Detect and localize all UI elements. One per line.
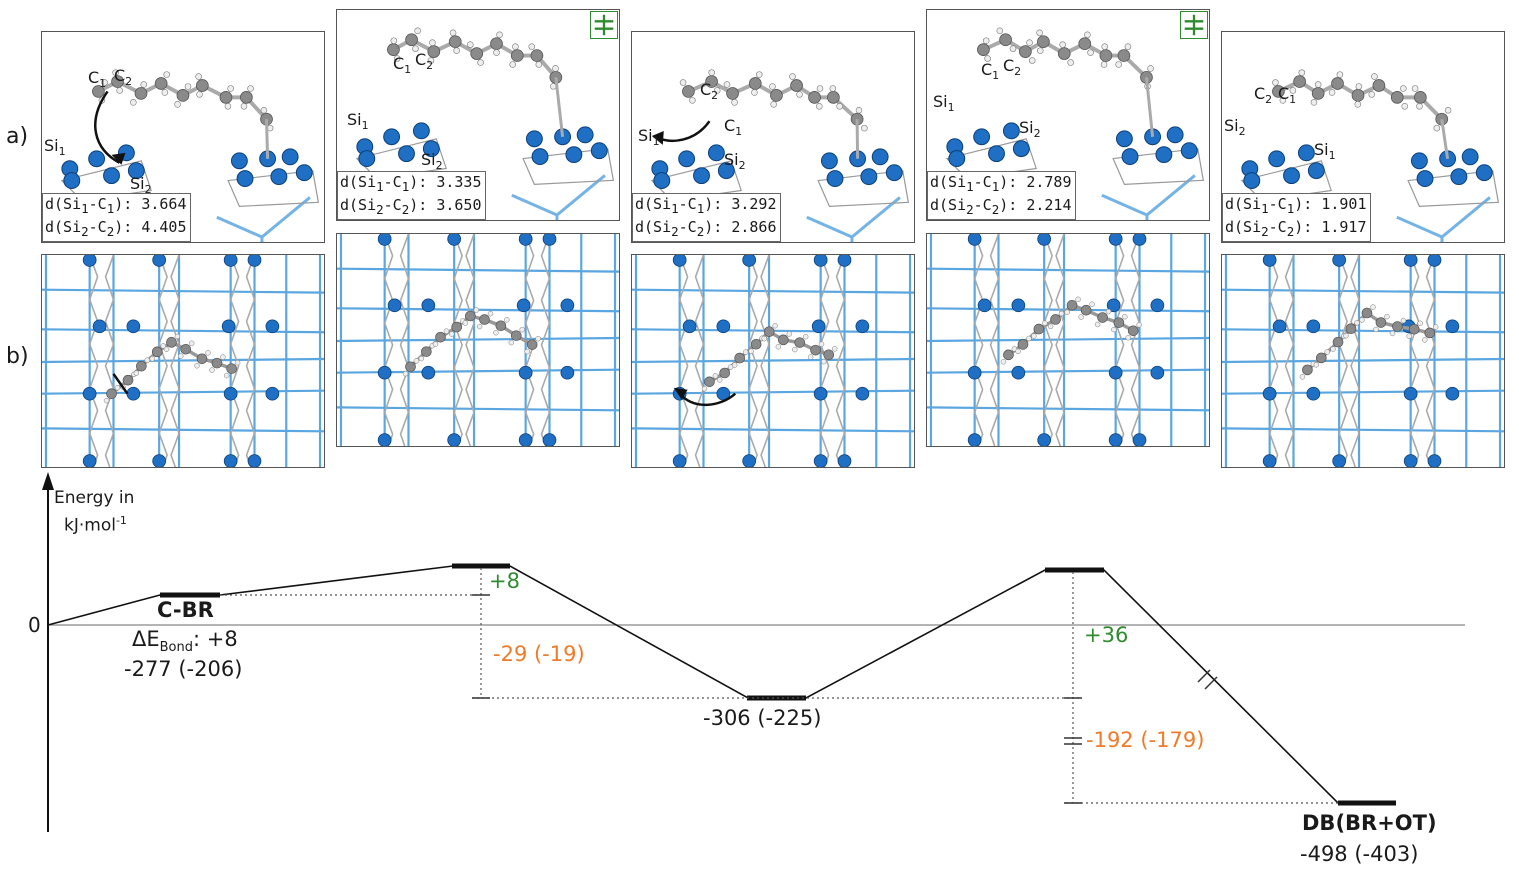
atom-label-si1: Si1 [44, 136, 66, 159]
atom-label-c2: C2 [700, 80, 719, 103]
atom-label-si2: Si2 [724, 150, 746, 173]
atom-label-si2: Si2 [130, 174, 152, 197]
atom-label-si2: Si2 [1224, 116, 1246, 139]
distance-si2-c2: d(Si2-C2): 4.405 [45, 218, 187, 239]
atom-label-c2: C2 [114, 66, 133, 89]
atom-label-si2: Si2 [421, 150, 443, 173]
state3-name: DB(BR+OT) [1302, 811, 1437, 835]
reaction-path [47, 565, 1395, 804]
structure-top-view-3 [631, 254, 915, 468]
atom-label-c2: C2 [1003, 56, 1022, 79]
distance-box: d(Si1-C1): 3.335 d(Si2-C2): 3.650 [337, 171, 486, 220]
distance-si2-c2: d(Si2-C2): 2.866 [635, 218, 777, 239]
row-label-b: b) [6, 344, 29, 369]
atom-label-si2: Si2 [1019, 118, 1041, 141]
distance-si2-c2: d(Si2-C2): 3.650 [340, 196, 482, 217]
transition-state-icon [1180, 11, 1208, 39]
distance-si2-c2: d(Si2-C2): 1.917 [1225, 218, 1367, 239]
atom-label-c2: C2 [1254, 84, 1273, 107]
axis-title-line1: Energy in [54, 488, 135, 508]
distance-si1-c1: d(Si1-C1): 3.292 [635, 195, 777, 216]
axis-title-line2: kJ·mol-1 [64, 514, 127, 536]
distance-box: d(Si1-C1): 1.901 d(Si2-C2): 1.917 [1222, 193, 1371, 242]
distance-box: d(Si1-C1): 3.664 d(Si2-C2): 4.405 [42, 193, 191, 242]
distance-box: d(Si1-C1): 3.292 d(Si2-C2): 2.866 [632, 193, 781, 242]
state2-energy: -306 (-225) [703, 706, 822, 730]
barrier2-label: +36 [1084, 623, 1129, 647]
axis-zero-label: 0 [28, 613, 41, 637]
state1-delta: ΔEBond: +8 [132, 627, 238, 656]
atom-label-c1: C1 [88, 68, 107, 91]
energy-axis-arrowhead [42, 472, 54, 490]
atom-label-si1: Si1 [933, 92, 955, 115]
state1-energy: -277 (-206) [124, 657, 243, 681]
atom-label-c1: C1 [1278, 84, 1297, 107]
atom-label-c1: C1 [393, 54, 412, 77]
distance-si1-c1: d(Si1-C1): 1.901 [1225, 195, 1367, 216]
state1-name: C-BR [157, 598, 214, 622]
atom-label-c2: C2 [415, 50, 434, 73]
structure-top-view-1 [41, 254, 325, 468]
structure-top-view-5 [1221, 254, 1505, 468]
distance-si1-c1: d(Si1-C1): 3.664 [45, 195, 187, 216]
transition-state-icon [590, 11, 618, 39]
state3-energy: -498 (-403) [1300, 842, 1419, 866]
row-label-a: a) [6, 124, 29, 149]
distance-si1-c1: d(Si1-C1): 2.789 [930, 173, 1072, 194]
distance-si1-c1: d(Si1-C1): 3.335 [340, 173, 482, 194]
structure-top-view-2 [336, 233, 620, 447]
atom-label-si1: Si1 [1314, 140, 1336, 163]
break-mark-path [1197, 669, 1211, 683]
atom-label-si1: Si1 [638, 126, 660, 149]
reaction1-label: -29 (-19) [493, 642, 585, 666]
atom-label-c1: C1 [981, 60, 1000, 83]
barrier1-label: +8 [489, 569, 520, 593]
structure-top-view-4 [926, 233, 1210, 447]
atom-label-si1: Si1 [347, 110, 369, 133]
distance-box: d(Si1-C1): 2.789 d(Si2-C2): 2.214 [927, 171, 1076, 220]
atom-label-c1: C1 [724, 116, 743, 139]
reaction2-label: -192 (-179) [1086, 728, 1205, 752]
structure-side-view-5: d(Si1-C1): 1.901 d(Si2-C2): 1.917 Si1 Si2 C… [1221, 31, 1505, 243]
distance-si2-c2: d(Si2-C2): 2.214 [930, 196, 1072, 217]
